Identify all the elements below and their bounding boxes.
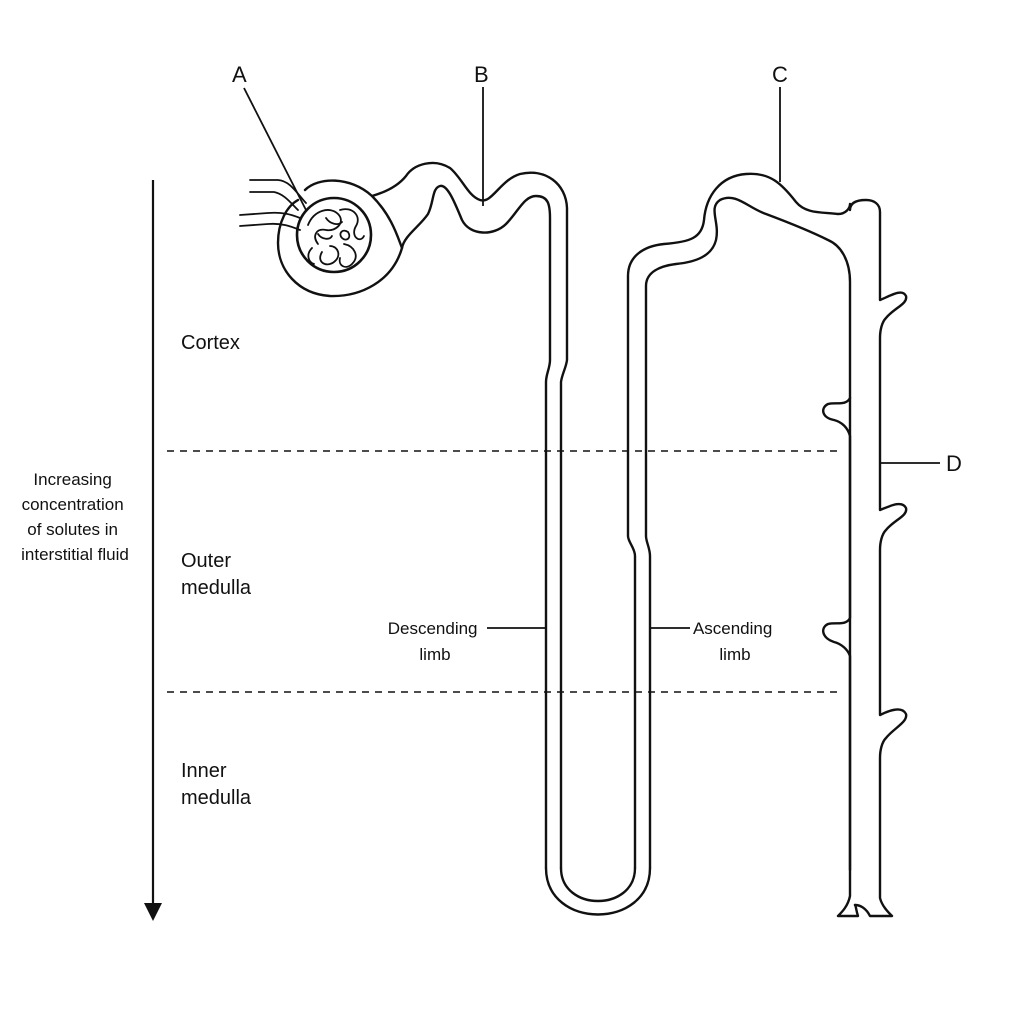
leader-a	[243, 87, 307, 211]
region-inner-medulla: Inner medulla	[181, 760, 252, 809]
gradient-axis-label: Increasing concentration of solutes in i…	[21, 470, 129, 564]
label-descending-limb: Descending limb	[388, 619, 483, 664]
bowmans-capsule	[276, 179, 404, 298]
collecting-duct-left-wall	[822, 396, 860, 918]
ascending-limb-and-distal-tubule	[626, 172, 852, 872]
ascending-limb-inner-wall	[626, 172, 852, 870]
label-c: C	[772, 62, 788, 87]
glomerulus-capillary-tuft	[307, 208, 365, 268]
collecting-duct	[822, 198, 908, 918]
glomerulus-outline	[295, 196, 373, 274]
gradient-line-2: concentration	[22, 495, 124, 514]
gradient-line-1: Increasing	[33, 470, 111, 489]
region-cortex: Cortex	[181, 332, 240, 354]
proximal-tubule-outer-wall	[370, 161, 569, 870]
afferent-arteriole-top	[249, 179, 307, 204]
efferent-arteriole-bottom	[239, 222, 301, 231]
label-b: B	[474, 62, 489, 87]
label-d: D	[946, 451, 962, 476]
label-a: A	[232, 62, 247, 87]
proximal-tubule-and-descending-limb	[370, 161, 569, 870]
loop-of-henle-bend-outer	[544, 866, 652, 916]
region-outer-medulla: Outer medulla	[181, 550, 252, 599]
efferent-arteriole-top	[239, 211, 301, 219]
region-inner-line-1: Inner	[181, 760, 227, 782]
region-outer-line-2: medulla	[181, 577, 252, 599]
gradient-line-4: interstitial fluid	[21, 545, 129, 564]
region-outer-line-1: Outer	[181, 550, 231, 572]
descending-line-2: limb	[419, 645, 450, 664]
descending-line-1: Descending	[388, 619, 478, 638]
proximal-tubule-inner-wall	[400, 184, 552, 870]
gradient-line-3: of solutes in	[27, 520, 118, 539]
ascending-line-1: Ascending	[693, 619, 772, 638]
loop-of-henle-bend-inner	[559, 866, 637, 903]
ascending-limb-outer-wall	[644, 196, 852, 872]
afferent-arteriole-bottom	[249, 191, 299, 211]
renal-corpuscle	[239, 179, 404, 298]
label-ascending-limb: Ascending limb	[693, 619, 777, 664]
ascending-line-2: limb	[719, 645, 750, 664]
solute-gradient-arrow	[144, 180, 162, 921]
region-inner-line-2: medulla	[181, 787, 252, 809]
collecting-duct-right-wall	[848, 198, 908, 918]
